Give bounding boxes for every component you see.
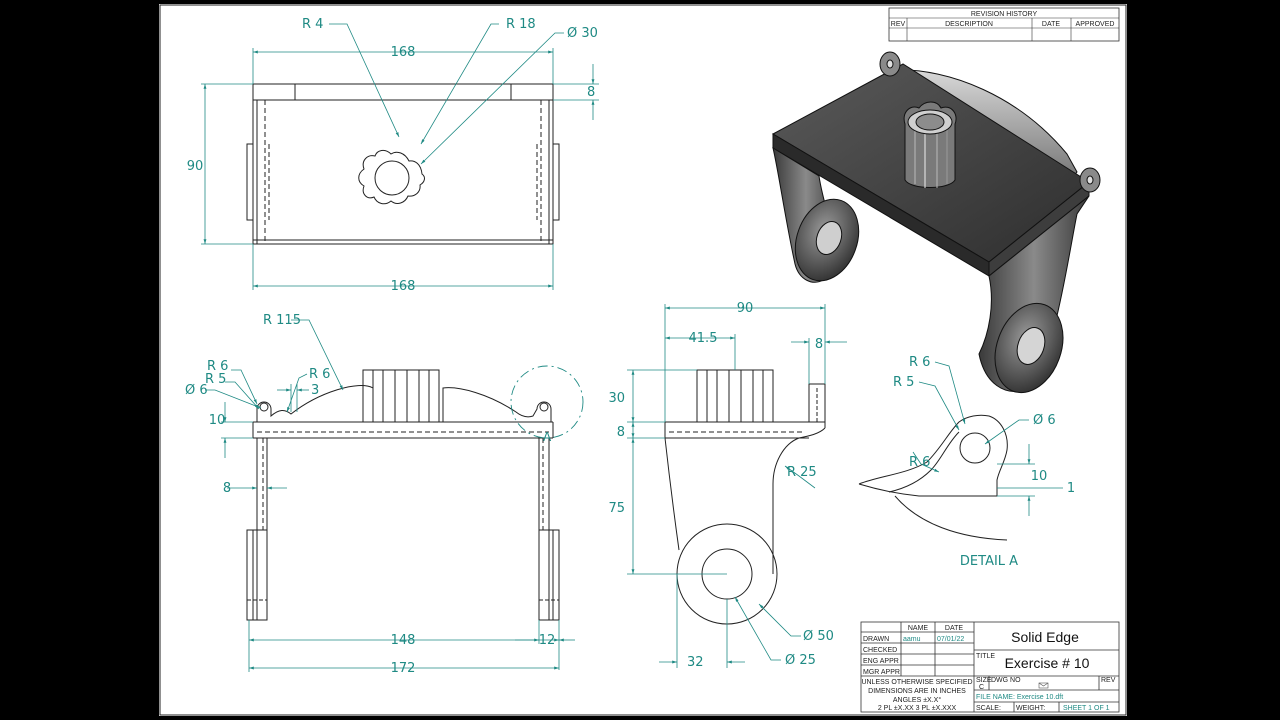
dim-side-75: 75 [608, 501, 625, 516]
sheet-border [159, 4, 1127, 716]
dim-r4: R 4 [302, 17, 323, 32]
dim-168-top: 168 [391, 45, 416, 60]
tb-row-eng-label: ENG APPR [863, 658, 899, 665]
tb-sheet-label: SHEET 1 OF 1 [1063, 705, 1110, 712]
front-view [246, 369, 560, 621]
dim-8-top: 8 [587, 85, 595, 100]
dim-90-top: 90 [187, 159, 204, 174]
dim-side-r25: R 25 [787, 465, 817, 480]
tb-title: Exercise # 10 [1005, 655, 1090, 671]
tb-weight-label: WEIGHT: [1016, 705, 1045, 712]
rev-col-approved: APPROVED [1076, 21, 1115, 28]
dim-side-d50: Ø 50 [803, 629, 834, 644]
tb-note-3: ANGLES ±X.X° [893, 696, 941, 704]
detail-a-marker [510, 365, 584, 439]
rev-col-description: DESCRIPTION [945, 21, 993, 28]
dim-side-8-top: 8 [815, 337, 823, 352]
tb-row-drawn-date: 07/01/22 [937, 636, 964, 643]
top-view [246, 83, 560, 245]
dim-172: 172 [391, 661, 416, 676]
dim-front-r5: R 5 [205, 372, 226, 387]
side-view-dimensions [627, 304, 847, 668]
engineering-drawing: REVISION HISTORY REV DESCRIPTION DATE AP… [159, 4, 1127, 716]
tb-row-drawn-name: aamu [903, 636, 921, 643]
isometric-model [771, 51, 1101, 394]
tb-note-2: DIMENSIONS ARE IN INCHES [868, 688, 966, 695]
dim-detail-r6a: R 6 [909, 355, 930, 370]
tb-scale-label: SCALE: [976, 705, 1001, 712]
title-block [860, 621, 1120, 713]
tb-col-name: NAME [908, 625, 929, 632]
dim-side-32: 32 [687, 655, 704, 670]
dim-front-r6b: R 6 [309, 367, 330, 382]
dim-r18: R 18 [506, 17, 536, 32]
dim-detail-r5: R 5 [893, 375, 914, 390]
tb-dwg-label: DWG NO [991, 677, 1021, 684]
dim-detail-d6: Ø 6 [1033, 413, 1056, 428]
drawing-sheet: REVISION HISTORY REV DESCRIPTION DATE AP… [159, 4, 1127, 716]
tb-size-label: SIZE [976, 677, 992, 684]
top-view-dimensions [201, 23, 599, 290]
tb-note-1: UNLESS OTHERWISE SPECIFIED [861, 679, 972, 686]
dim-front-8: 8 [223, 481, 231, 496]
dim-front-10: 10 [209, 413, 226, 428]
detail-a-dimensions [912, 361, 1063, 516]
tb-file-name: FILE NAME: Exercise 10.dft [976, 694, 1063, 701]
tb-row-checked-label: CHECKED [863, 647, 897, 654]
dim-detail-10: 10 [1031, 469, 1048, 484]
dim-d30: Ø 30 [567, 26, 598, 41]
dim-side-30: 30 [608, 391, 625, 406]
dim-12: 12 [539, 633, 556, 648]
tb-rev-label: REV [1101, 677, 1116, 684]
dim-front-r6a: R 6 [207, 359, 228, 374]
tb-note-4: 2 PL ±X.XX 3 PL ±X.XXX [878, 705, 957, 712]
dim-r115: R 115 [263, 313, 301, 328]
tb-col-date: DATE [945, 625, 963, 632]
dim-side-d25: Ø 25 [785, 653, 816, 668]
dim-168-bottom: 168 [391, 279, 416, 294]
tb-title-label: TITLE [976, 653, 995, 660]
front-view-dimensions [205, 319, 575, 672]
rev-col-date: DATE [1042, 21, 1060, 28]
dim-front-3: 3 [311, 383, 319, 398]
dim-148: 148 [391, 633, 416, 648]
dim-side-90: 90 [737, 301, 754, 316]
detail-a-label: A [543, 430, 552, 444]
dim-side-8: 8 [617, 425, 625, 440]
tb-row-mgr-label: MGR APPR [863, 669, 900, 676]
envelope-icon [1038, 682, 1049, 689]
side-view [664, 369, 826, 625]
dim-side-41-5: 41.5 [689, 331, 718, 346]
dim-detail-1: 1 [1067, 481, 1075, 496]
detail-caption: DETAIL A [960, 554, 1018, 569]
tb-row-drawn-label: DRAWN [863, 636, 889, 643]
revision-title: REVISION HISTORY [971, 11, 1038, 18]
dim-detail-r6b: R 6 [909, 455, 930, 470]
detail-a-view [858, 414, 1008, 541]
tb-size-value: C [979, 684, 984, 691]
rev-col-rev: REV [891, 21, 906, 28]
dim-front-d6: Ø 6 [185, 383, 208, 398]
tb-company: Solid Edge [1011, 629, 1079, 645]
revision-history-table: REVISION HISTORY REV DESCRIPTION DATE AP… [888, 7, 1120, 42]
